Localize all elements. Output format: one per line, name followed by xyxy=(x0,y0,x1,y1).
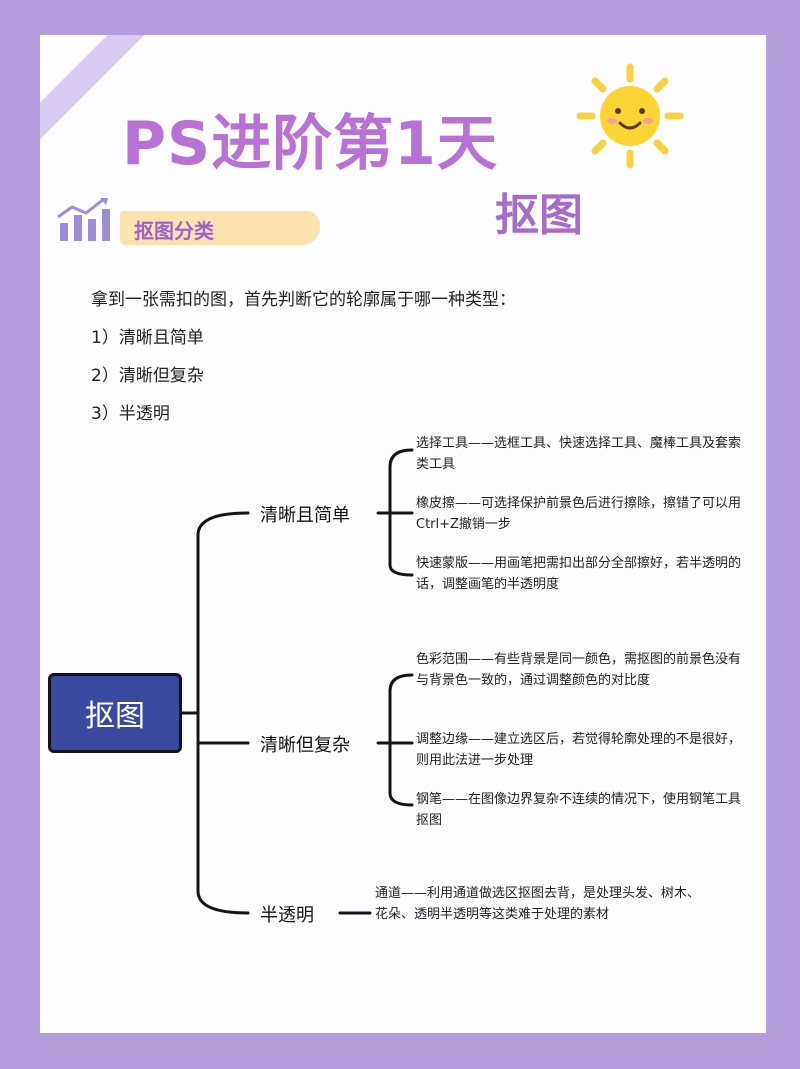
leaf-refine-edge: 调整边缘——建立选区后，若觉得轮廓处理的不是很好，则用此法进一步处理 xyxy=(416,732,742,768)
section-title: 抠图分类 xyxy=(134,219,214,243)
type-item: 2）清晰但复杂 xyxy=(91,366,204,386)
trend-chart-icon xyxy=(57,197,110,241)
intro-text: 拿到一张需扣的图，首先判断它的轮廓属于哪一种类型： xyxy=(91,290,516,310)
type-item: 3）半透明 xyxy=(91,404,170,424)
sun-icon xyxy=(576,63,684,169)
leaf-color-range: 色彩范围——有些背景是同一颜色，需抠图的前景色没有与背景色一致的，通过调整颜色的… xyxy=(416,652,742,688)
branch-clear-simple: 清晰且简单 xyxy=(260,505,350,526)
type-item: 1）清晰且简单 xyxy=(91,328,204,348)
mindmap-connectors xyxy=(180,448,414,915)
leaf-selection-tools: 选择工具——选框工具、快速选择工具、魔棒工具及套索类工具 xyxy=(416,436,742,472)
branch-translucent: 半透明 xyxy=(260,905,314,926)
section-highlight xyxy=(120,211,320,245)
poster-card: PS进阶第1天 抠图 抠图分类 拿到一张需扣的图，首先判断它的轮廓属于哪一种类型… xyxy=(40,35,766,1033)
branch-clear-complex: 清晰但复杂 xyxy=(260,735,350,756)
leaf-channels: 通道——利用通道做选区抠图去背，是处理头发、树木、花朵、透明半透明等这类难于处理… xyxy=(375,886,701,922)
leaf-pen-tool: 钢笔——在图像边界复杂不连续的情况下，使用钢笔工具抠图 xyxy=(416,792,742,828)
page-subtitle: 抠图 xyxy=(495,190,583,241)
leaf-quick-mask: 快速蒙版——用画笔把需扣出部分全部擦好，若半透明的话，调整画笔的半透明度 xyxy=(416,556,742,592)
mindmap-root: 抠图 xyxy=(48,673,182,753)
leaf-eraser: 橡皮擦——可选择保护前景色后进行擦除，擦错了可以用Ctrl+Z撤销一步 xyxy=(416,496,742,532)
page-title: PS进阶第1天 xyxy=(122,109,498,179)
